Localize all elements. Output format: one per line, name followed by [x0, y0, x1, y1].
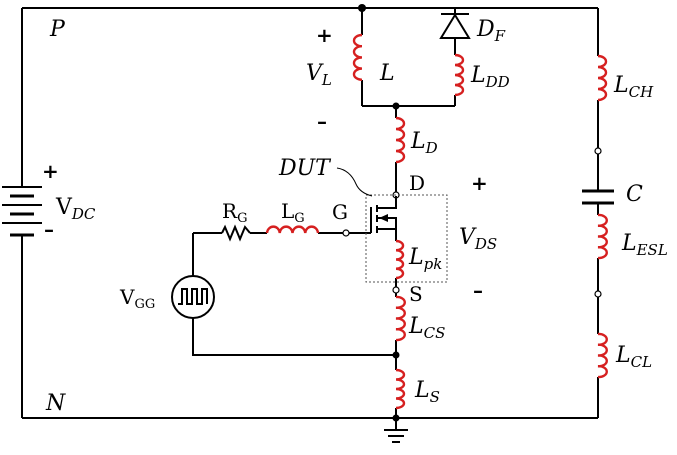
node-p-label: P — [49, 17, 66, 42]
capacitor-symbol — [582, 189, 614, 205]
resistor-symbol — [221, 224, 251, 242]
vdc-plus-sign: + — [42, 159, 59, 183]
vl-name: V — [306, 61, 324, 86]
junction-dot — [392, 351, 400, 359]
capacitor-esl-coil — [597, 213, 608, 260]
source-inductance-sub: S — [430, 388, 440, 406]
source-inductance-coil — [395, 368, 406, 410]
dut-label: DUT — [278, 156, 332, 181]
diode-inductance-sub: DD — [485, 73, 510, 91]
diode-sub: F — [494, 27, 506, 45]
gate-inductance-name: L — [281, 199, 294, 223]
battery-symbol — [2, 186, 42, 237]
gate-inductance-label: LG — [281, 199, 305, 226]
junction-dot — [392, 102, 400, 110]
drain-inductance-sub: D — [425, 139, 438, 157]
node-n-label: N — [45, 391, 66, 416]
capacitor-lower-inductance-coil — [597, 332, 608, 379]
common-source-inductance-name: L — [408, 314, 424, 339]
vds-minus-sign: – — [473, 278, 483, 302]
vds-label: VDS — [459, 225, 497, 253]
gate-inductance-sub: G — [294, 211, 304, 226]
common-source-inductance-coil — [395, 295, 406, 342]
capacitor-esl-name: L — [621, 231, 637, 256]
drain-node-label: D — [409, 171, 425, 195]
source-node-label: S — [409, 282, 423, 306]
vdc-minus-sign: – — [44, 217, 54, 241]
capacitor-lower-inductance-sub: CL — [631, 353, 652, 371]
terminal-cap-bottom — [594, 290, 602, 298]
source-inductance-label: LS — [414, 378, 440, 406]
vds-sub: DS — [474, 235, 497, 253]
diode-symbol — [439, 13, 471, 39]
capacitor-lower-inductance-name: L — [615, 343, 631, 368]
dut-mosfet — [365, 194, 448, 283]
dut-package-box — [365, 194, 448, 283]
wires — [21, 7, 599, 430]
vl-label: VL — [306, 61, 332, 89]
vl-sub: L — [321, 71, 332, 89]
package-inductance-label: Lpk — [408, 245, 442, 273]
terminal-source — [392, 286, 400, 294]
diode-label: DF — [476, 17, 506, 45]
dut-pointer — [336, 167, 373, 197]
load-inductor-label: L — [379, 61, 395, 86]
load-inductor-coil — [352, 33, 363, 81]
vdc-name: V — [55, 195, 73, 220]
terminal-cap-top — [594, 147, 602, 155]
drain-inductance-name: L — [410, 129, 426, 154]
capacitor-lower-inductance-label: LCL — [615, 343, 652, 371]
common-source-inductance-label: LCS — [408, 314, 445, 342]
gate-resistor-name: R — [222, 199, 238, 223]
ground-icon — [384, 429, 408, 443]
vgg-name: V — [119, 285, 135, 309]
capacitor-label: C — [626, 182, 643, 207]
gate-inductance-coil — [265, 225, 320, 234]
capacitor-upper-inductance-coil — [597, 54, 608, 102]
gate-node-label: G — [332, 200, 348, 224]
capacitor-esl-label: LESL — [621, 231, 668, 259]
load-inductor-name: L — [379, 61, 395, 86]
vds-name: V — [459, 225, 477, 250]
capacitor-upper-inductance-name: L — [613, 73, 629, 98]
vgg-sub: GG — [134, 297, 155, 312]
package-inductance-sub: pk — [424, 255, 443, 273]
drain-inductance-coil — [395, 116, 406, 164]
vdc-sub: DC — [71, 205, 96, 223]
vds-plus-sign: + — [471, 171, 488, 195]
gate-resistor-sub: G — [237, 211, 247, 226]
vl-plus-sign: + — [316, 23, 333, 47]
source-inductance-name: L — [414, 378, 430, 403]
diode-inductance-coil — [454, 53, 465, 97]
capacitor-name: C — [626, 182, 643, 207]
capacitor-esl-sub: ESL — [636, 241, 668, 259]
diode-name: D — [476, 17, 495, 42]
vl-minus-sign: – — [317, 109, 327, 133]
drain-inductance-label: LD — [410, 129, 438, 157]
diode-inductance-name: L — [470, 63, 486, 88]
inductor-symbols — [265, 33, 608, 410]
junction-dot — [358, 4, 366, 12]
pulse-source-icon — [171, 275, 215, 319]
vgg-label: VGG — [119, 285, 155, 312]
package-inductance-name: L — [408, 245, 424, 270]
package-inductance-coil — [395, 239, 405, 280]
junction-dot — [392, 414, 400, 422]
diode-inductance-label: LDD — [470, 63, 510, 91]
gate-resistor-label: RG — [222, 199, 247, 226]
terminal-gate — [342, 229, 350, 237]
vdc-label: VDC — [55, 195, 96, 223]
capacitor-upper-inductance-label: LCH — [613, 73, 654, 101]
common-source-inductance-sub: CS — [424, 324, 446, 342]
capacitor-upper-inductance-sub: CH — [629, 83, 654, 101]
